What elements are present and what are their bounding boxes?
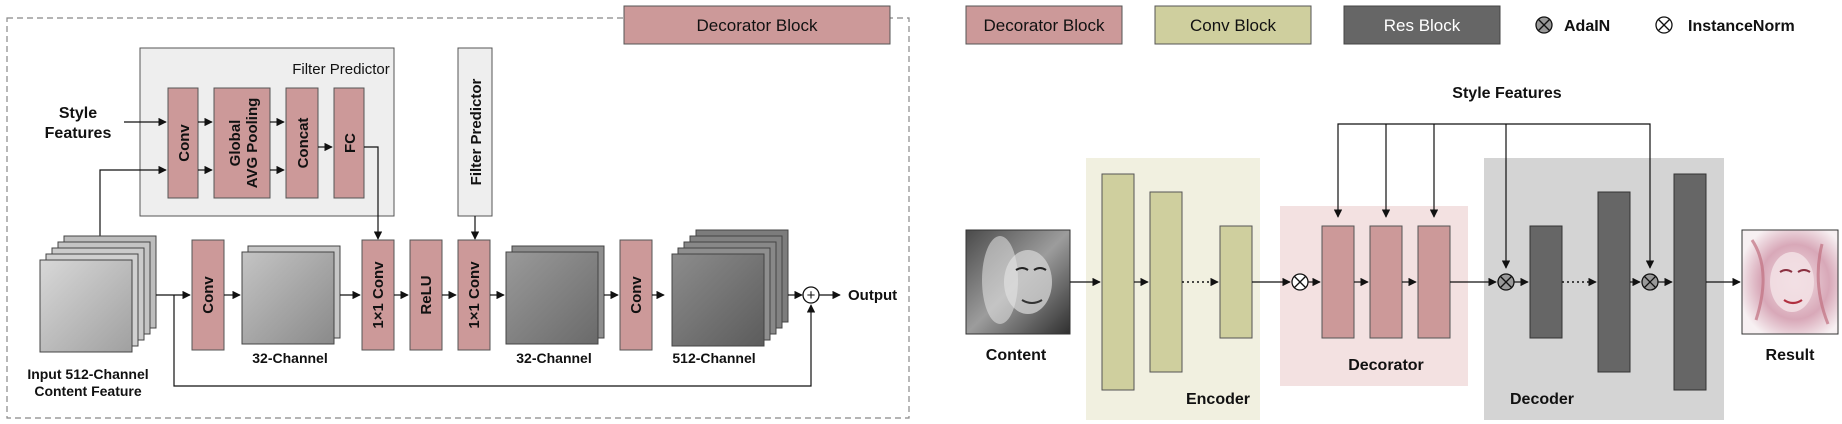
fp-pool-block [213,87,271,199]
adain-node-1-icon [1497,273,1515,291]
relu-label: ReLU [418,275,435,314]
style-features-label-1: Style [59,105,97,122]
content-label: Content [986,347,1047,364]
filter-predictor-title: Filter Predictor [292,61,390,78]
decorator-block-1 [1321,225,1355,339]
result-label: Result [1766,347,1816,364]
result-image [1741,229,1839,335]
legend-res-swatch [1343,5,1501,45]
legend-conv-label: Conv Block [1190,16,1276,35]
style-feature-lines [1333,123,1655,269]
legend-adain-label: AdaIN [1564,18,1610,35]
main-conv1-block [191,239,225,351]
feature-map-32-b [505,245,605,345]
feature-map-32-a [241,245,341,345]
adain-node-2-icon [1641,273,1659,291]
ch512-label: 512-Channel [672,350,755,366]
filter-predictor-vertical-label: Filter Predictor [468,78,485,185]
skip-connection [173,295,816,387]
right-panel: Style Features Content Encoder [965,85,1839,420]
conv1x1-a-block [361,239,395,351]
decoder-label: Decoder [1510,391,1574,408]
output-label: Output [848,287,897,304]
fp-conv-label: Conv [176,124,193,162]
fc-to-conv1x1-arrow [364,146,383,240]
inset-title-box [623,5,891,45]
fp-arrows [198,117,333,175]
res-block-2 [1597,191,1631,373]
conv1x1-b-label: 1×1 Conv [466,261,483,329]
relu-block [409,239,443,351]
legend: Decorator Block Conv Block Res Block Ada… [965,5,1795,45]
instancenorm-icon [1655,16,1673,34]
input-label-1: Input 512-Channel [27,366,148,382]
legend-decorator-swatch [965,5,1123,45]
res-block-1 [1529,225,1563,339]
adain-icon [1535,16,1553,34]
input-feature-stack [39,235,157,353]
fp-concat-label: Concat [295,118,312,169]
res-block-3 [1673,173,1707,391]
style-features-label-2: Features [45,125,112,142]
legend-conv-swatch [1154,5,1312,45]
encoder-block-2 [1149,191,1183,373]
filter-predictor-vertical-box [457,47,493,217]
legend-instancenorm-label: InstanceNorm [1688,18,1795,35]
fp-fc-label: FC [342,133,359,153]
decorator-block-3 [1417,225,1451,339]
fp-pool-label-1: Global [227,120,244,167]
fp-pool-label-2: AVG Pooling [244,98,261,189]
main-conv2-label: Conv [628,276,645,314]
content-to-fp-arrow [99,165,167,236]
feature-map-512 [671,229,789,347]
ch32-a-label: 32-Channel [252,350,327,366]
encoder-label: Encoder [1186,391,1250,408]
style-features-label: Style Features [1452,85,1561,102]
dashed-frame [6,17,910,419]
decorator-label: Decorator [1348,357,1424,374]
inset-title: Decorator Block [697,16,818,35]
encoder-block-3 [1219,225,1253,339]
instancenorm-node-icon [1291,273,1309,291]
left-panel: Decorator Block Filter Predictor Conv Gl… [6,5,910,419]
conv1x1-a-label: 1×1 Conv [370,261,387,329]
fp-fc-block [333,87,365,199]
fp-conv-block [167,87,199,199]
ch32-b-label: 32-Channel [516,350,591,366]
legend-res-label: Res Block [1384,16,1461,35]
input-label-2: Content Feature [34,383,142,399]
encoder-block-1 [1101,173,1135,391]
sum-plus: + [807,287,816,304]
conv1x1-b-block [457,239,491,351]
main-conv1-label: Conv [200,276,217,314]
main-conv2-block [619,239,653,351]
legend-decorator-label: Decorator Block [984,16,1105,35]
decorator-block-2 [1369,225,1403,339]
fp-concat-block [285,87,319,199]
content-image [965,229,1071,335]
